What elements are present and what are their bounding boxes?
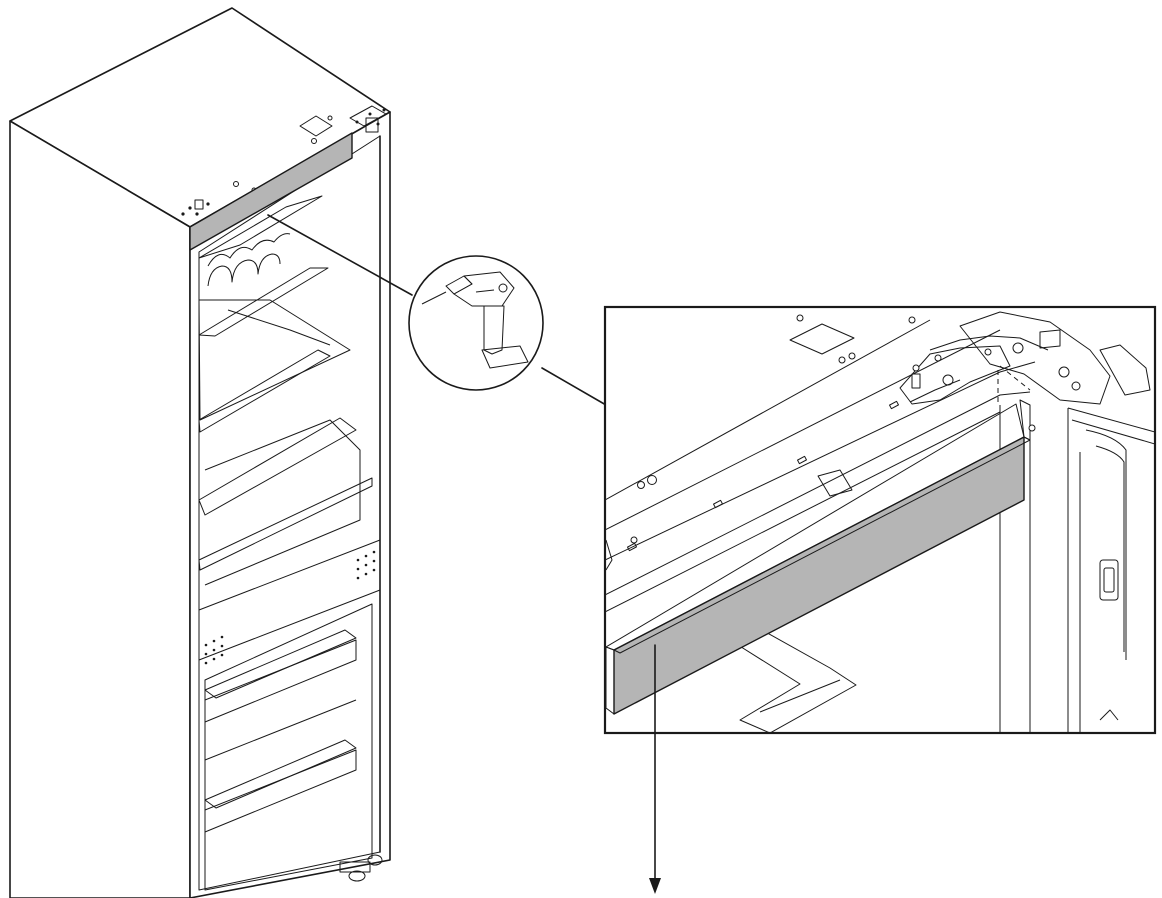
vent-dots-right — [356, 550, 376, 580]
top-hinge-bracket — [349, 105, 387, 133]
detail-callout-frame — [603, 305, 1157, 735]
leader-lines — [267, 214, 607, 406]
door-hinge-detail — [899, 311, 1151, 405]
fridge-top-trim-highlight — [189, 132, 353, 251]
top-left-bracket — [181, 199, 210, 216]
down-arrow-icon — [649, 644, 661, 894]
drill-callout-circle — [408, 255, 544, 391]
cordless-drill-icon — [421, 271, 529, 369]
refrigerator-outline — [9, 7, 391, 898]
trim-strip-highlight — [606, 399, 1036, 715]
vent-dots-left — [204, 635, 224, 665]
